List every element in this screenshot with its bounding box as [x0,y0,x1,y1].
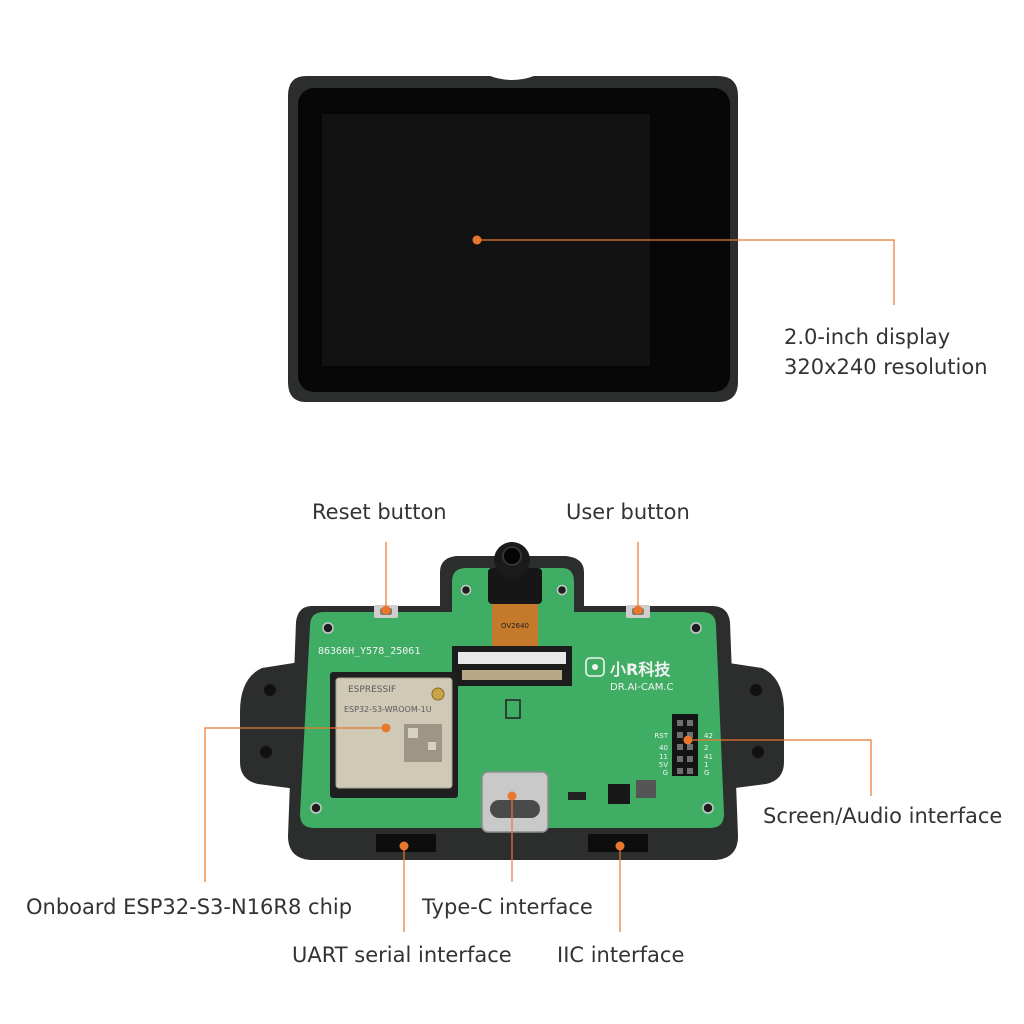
user-button-label: User button [566,500,690,524]
iic-label: IIC interface [557,943,685,967]
pin-label: 40 [659,744,668,752]
camera-label: OV2640 [501,622,529,630]
component [568,792,586,800]
reset-button-label: Reset button [312,500,447,524]
typec-callout-dot [507,791,517,801]
pin-label: 1 [704,761,708,769]
esp32-vendor: ESPRESSIF [348,685,396,695]
fpc-connector-pins [462,670,562,680]
screen-audio-callout-line [688,739,872,796]
camera-lens-inner [502,546,522,566]
pin-label: 11 [659,753,668,761]
pin-header-holes [677,720,693,774]
display-callout [472,235,895,305]
callout-lines [204,542,872,932]
mount-hole [260,746,272,758]
uart-callout-dot [399,841,409,851]
screen-audio-label: Screen/Audio interface [763,804,1003,828]
ic-chip [608,784,630,804]
component [505,699,521,719]
pcb-hole [690,622,702,634]
pin-labels-left: RST 40 11 5V G [654,732,668,777]
iic-callout-dot [615,841,625,851]
uart-label: UART serial interface [292,943,512,967]
reset-callout-dot [381,605,391,615]
mount-ear-right [720,662,784,790]
pin-label: RST [654,732,668,740]
pin-label: 41 [704,753,713,761]
pin-header [672,714,698,776]
callout-dots [381,605,693,851]
pcb-hole [702,802,714,814]
pin-label: 5V [659,761,668,769]
pin-label: G [663,769,668,777]
mount-hole [264,684,276,696]
pcb-hole [322,622,334,634]
fpc-connector-slot [458,652,566,664]
pin-label: 42 [704,732,713,740]
display-resolution-label: 320x240 resolution [784,355,988,379]
board-id: 86366H_Y578_25061 [318,646,420,657]
screen-audio-callout-dot [683,735,693,745]
pcb-hole [460,584,472,596]
antenna-connector [431,687,445,701]
typec-label: Type-C interface [422,895,593,919]
component [636,780,656,798]
mount-hole [752,746,764,758]
pin-label: G [704,769,709,777]
esp32-chip-label: Onboard ESP32-S3-N16R8 chip [26,895,353,919]
board-unit: OV2640 86366H_Y578_25061 小R科技 DR.AI-CAM.… [240,542,784,860]
typec-port-opening [490,800,540,818]
esp32-callout-line [204,727,386,882]
brand-name: 小R科技 [610,660,671,679]
esp32-callout-dot [381,723,391,733]
mount-hole [750,684,762,696]
board-model: DR.AI-CAM.C [610,682,673,693]
pin-label: 2 [704,744,708,752]
pcb-hole [310,802,322,814]
pin-labels-right: 42 2 41 1 G [704,732,713,777]
camera-housing [488,568,542,604]
brand-logo [585,657,605,677]
user-callout-dot [633,605,643,615]
pcb-hole [556,584,568,596]
display-size-label: 2.0-inch display [784,325,951,349]
display-unit [288,76,738,402]
display-callout-line [477,239,895,305]
esp32-module-name: ESP32-S3-WROOM-1U [344,705,432,714]
mount-ear-left [240,662,304,790]
